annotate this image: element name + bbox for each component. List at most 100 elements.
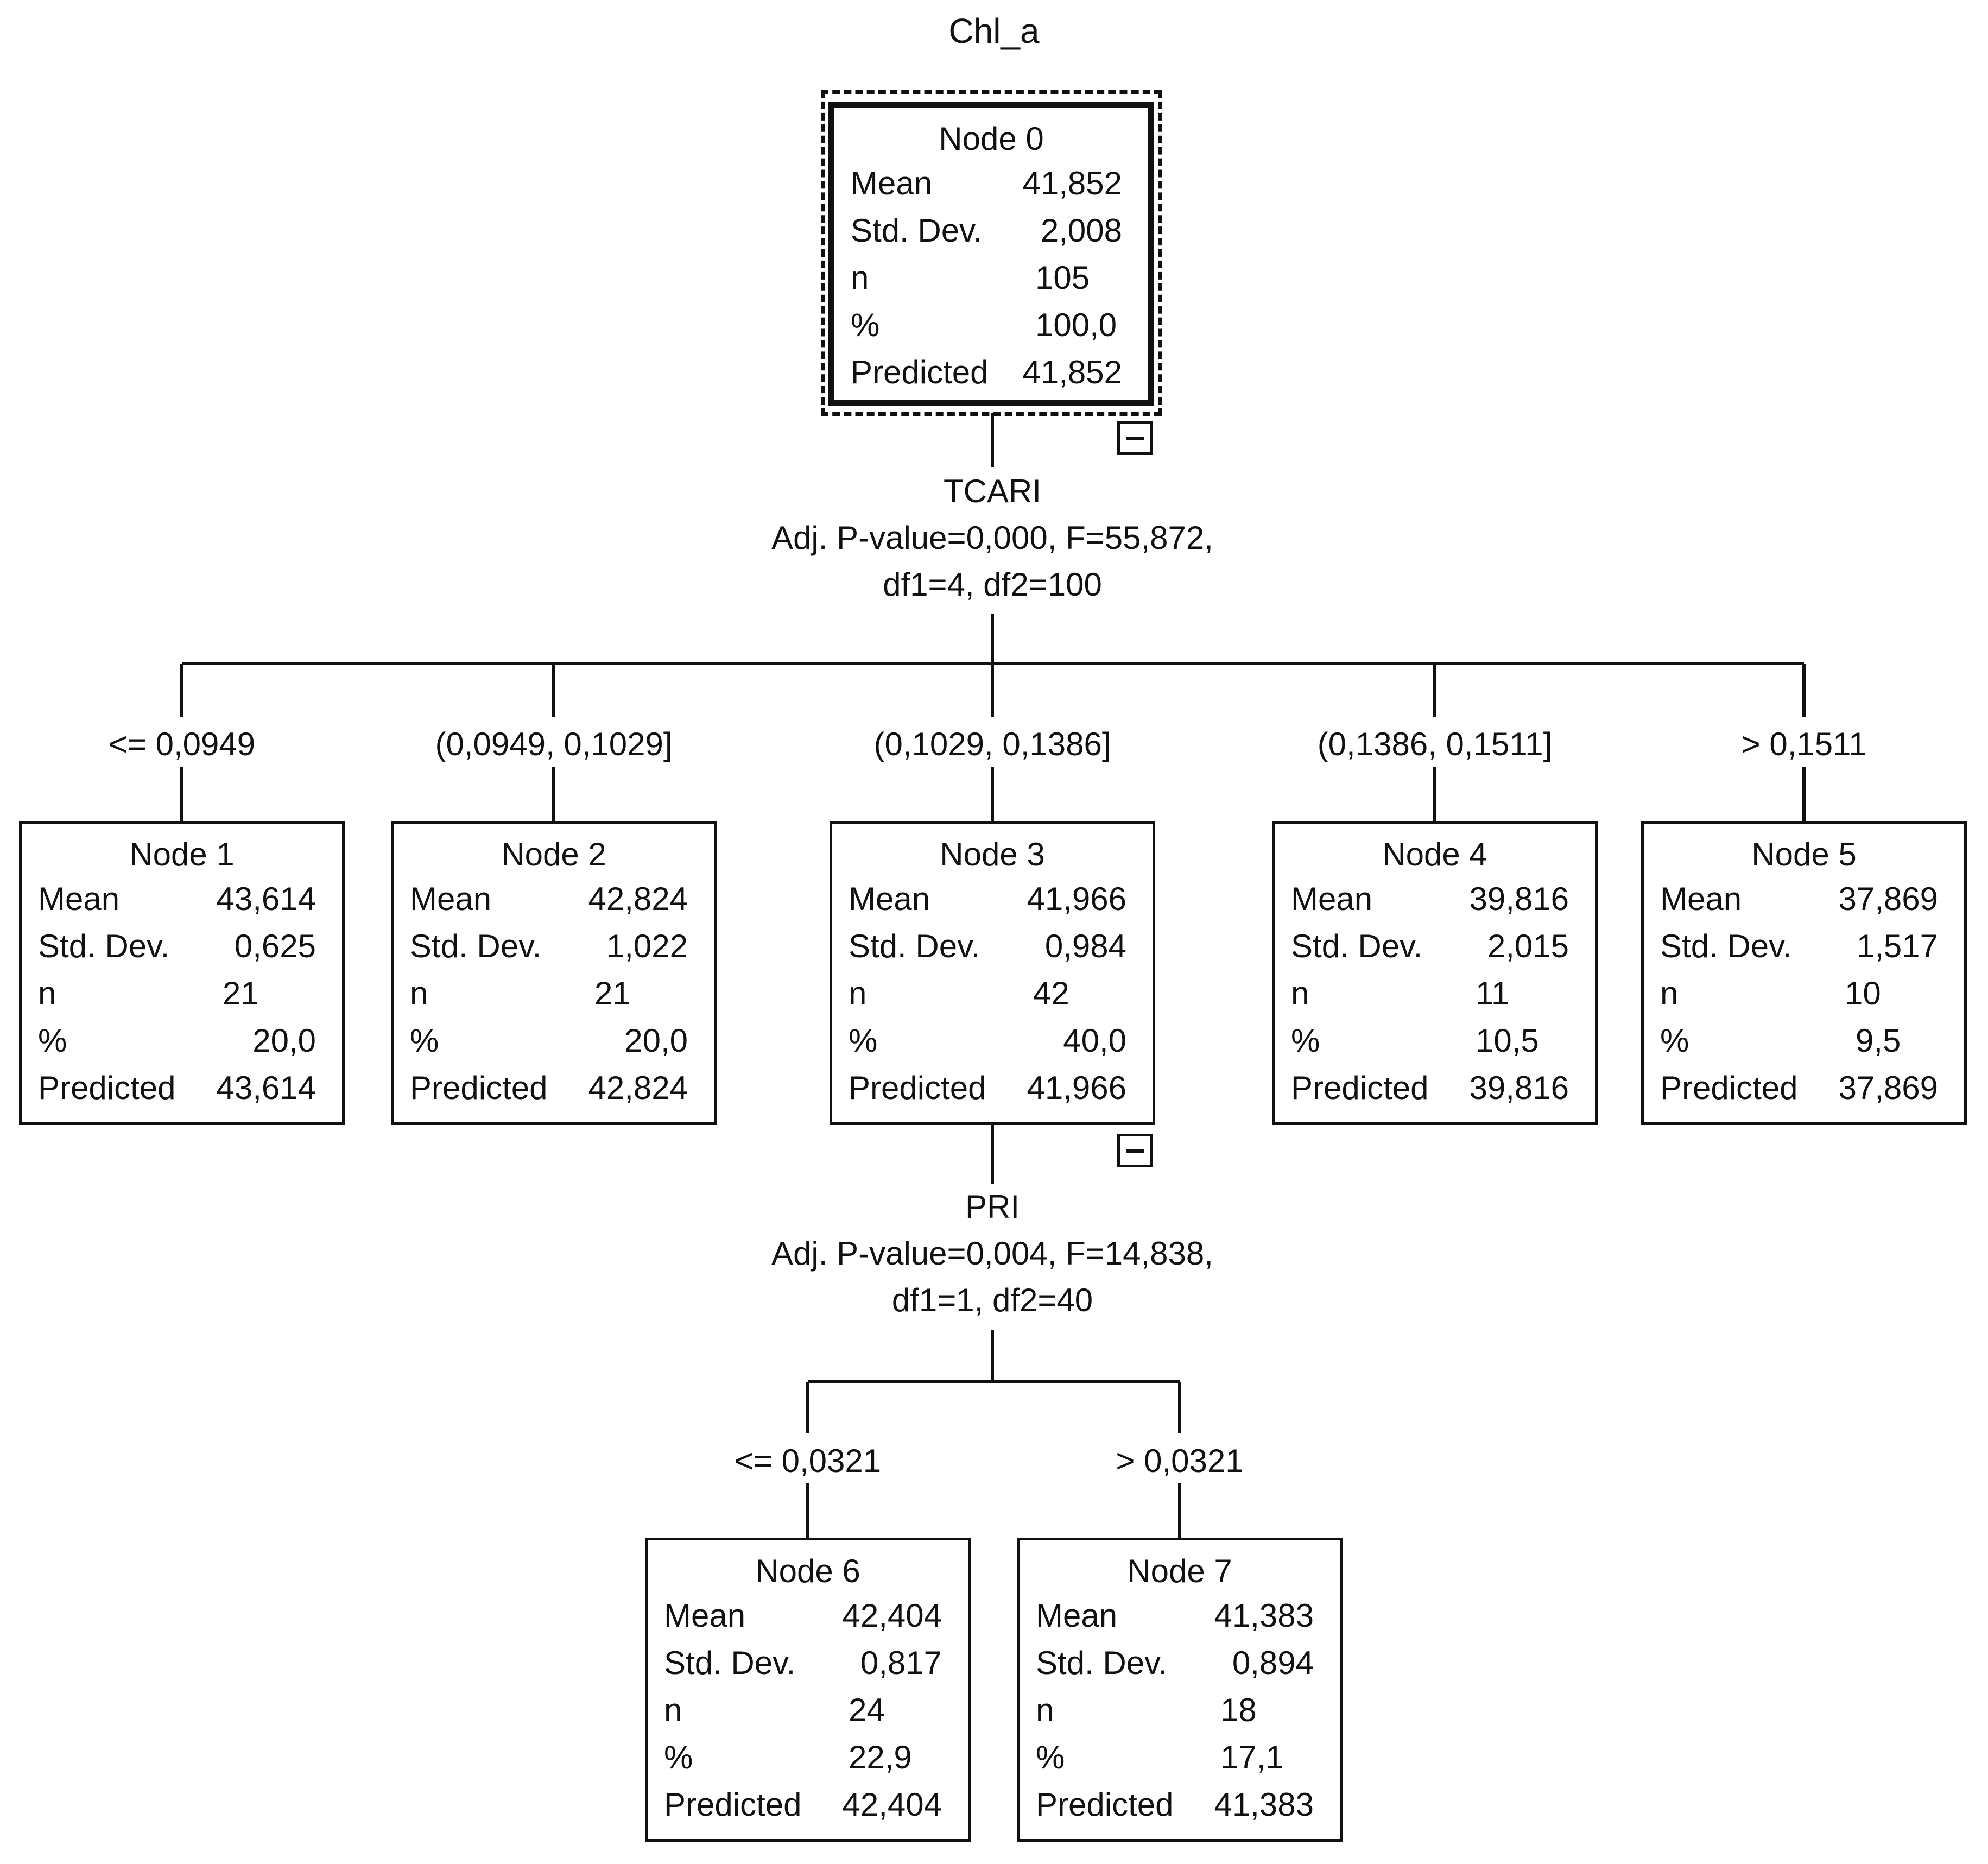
stat-label: Predicted [1660,1070,1798,1106]
stat-value: 43,614 [216,881,316,917]
stat-label: Predicted [38,1070,176,1106]
stat-row-percent: %10,5 [1275,1019,1595,1066]
stat-label: % [1036,1739,1065,1775]
stat-label: n [38,975,56,1012]
stat-label: Std. Dev. [849,928,980,964]
stat-value: 42,404 [842,1597,942,1634]
stat-label: Std. Dev. [664,1645,796,1681]
collapse-toggle-icon[interactable] [1117,421,1153,455]
stat-row-percent: % 100,0 [834,303,1148,350]
stat-label: % [1660,1022,1689,1059]
stat-label: Mean [410,881,492,917]
node-title: Node 4 [1382,836,1487,873]
stat-label: n [1291,975,1309,1012]
stat-row-n: n 18 [1020,1688,1340,1735]
stat-label: Mean [38,881,120,917]
split-statistics: Adj. P-value=0,000, F=55,872, [771,520,1213,556]
split-degrees: df1=4, df2=100 [883,566,1102,603]
stat-label: Std. Dev. [1036,1645,1168,1681]
stat-value: 42 [1033,975,1069,1012]
stat-label: Mean [849,881,930,917]
stat-label: n [851,260,869,296]
stat-label: % [1291,1022,1320,1059]
stat-label: Predicted [1291,1070,1429,1106]
stat-row-mean: Mean 43,614 [22,877,342,924]
stat-value: 1,022 [606,928,688,964]
split-degrees: df1=1, df2=40 [891,1282,1093,1318]
stat-label: % [851,307,880,343]
stat-value: 11 [1476,975,1510,1012]
stat-row-percent: % 9,5 [1644,1019,1964,1066]
stat-value: 39,816 [1469,881,1569,917]
stat-label: Std. Dev. [851,212,983,249]
stat-row-std: Std. Dev.0,817 [648,1641,968,1688]
stat-value: 2,015 [1487,928,1569,964]
stat-value: 100,0 [1035,307,1117,343]
branch-label: <= 0,0949 [108,726,256,762]
stat-value: 41,852 [1022,165,1122,201]
stat-value: 37,869 [1838,881,1938,917]
stat-label: Predicted [410,1070,548,1106]
stat-value: 42,824 [588,881,688,917]
stat-value: 0,894 [1232,1645,1314,1681]
stat-row-std: Std. Dev.0,625 [22,924,342,971]
stat-row-percent: %20,0 [22,1019,342,1066]
branch-label: (0,0949, 0,1029] [435,726,673,762]
stat-value: 24 [849,1692,885,1728]
stat-value: 1,517 [1856,928,1938,964]
stat-value: 105 [1035,260,1090,296]
stat-value: 20,0 [624,1022,688,1059]
stat-value: 41,383 [1214,1786,1314,1823]
stat-value: 42,824 [588,1070,688,1106]
stat-label: n [849,975,867,1012]
split-variable: PRI [965,1189,1020,1225]
stat-value: 41,966 [1027,1070,1126,1106]
stat-label: Std. Dev. [38,928,170,964]
stat-label: Std. Dev. [1291,928,1423,964]
stat-row-n: n 11 [1275,971,1595,1019]
stat-label: n [1036,1692,1054,1728]
stat-label: Mean [664,1597,746,1634]
stat-value: 18 [1220,1692,1257,1728]
selection-outline [821,90,1162,416]
stat-row-std: Std. Dev.1,517 [1644,924,1964,971]
collapse-toggle-icon[interactable] [1117,1134,1153,1167]
stat-label: n [410,975,428,1012]
stat-label: Predicted [849,1070,986,1106]
stat-value: 17,1 [1220,1739,1284,1775]
split-variable: TCARI [944,473,1041,509]
tree-title: Chl_a [948,11,1040,50]
stat-value: 20,0 [252,1022,316,1059]
node-title: Node 6 [755,1553,860,1589]
stat-row-percent: % 17,1 [1020,1735,1340,1783]
stat-row-n: n 42 [832,971,1153,1019]
stat-value: 0,984 [1044,928,1126,964]
stat-label: Mean [1291,881,1373,917]
stat-value: 9,5 [1856,1022,1901,1059]
stat-label: Mean [1660,881,1742,917]
stat-row-percent: %40,0 [832,1019,1153,1066]
stat-value: 22,9 [849,1739,912,1775]
tree-node[interactable]: Node 4 Mean 39,816 Std. Dev. 2,015 n 11 %10… [1272,821,1598,1125]
split-statistics: Adj. P-value=0,004, F=14,838, [771,1235,1213,1272]
node-title: Node 5 [1751,836,1857,873]
